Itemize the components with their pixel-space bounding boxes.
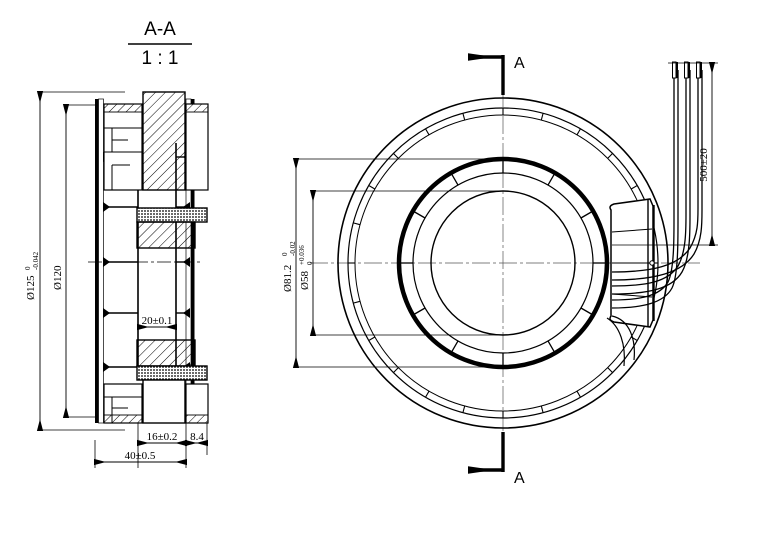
scale-label: 1 : 1: [142, 48, 179, 69]
section-arrow-bottom: A: [468, 432, 525, 487]
wire-core-1: [676, 62, 678, 78]
section-title-block: A-A 1 : 1: [128, 19, 192, 69]
front-dimension-extensions: [296, 158, 503, 368]
section-arrow-top-label: A: [514, 55, 525, 72]
top-insulation-strip: [103, 103, 143, 113]
inner-slot-ring: [399, 159, 607, 367]
dim-d812: Ø81.2 0 -0.02: [281, 158, 300, 368]
bottom-flange-hatch: [136, 339, 196, 367]
top-winding-box: [103, 103, 143, 191]
front-view-group: Ø81.2 0 -0.02 Ø58 +0.036 0 A A: [281, 53, 700, 487]
dim-w84-value: 8.4: [190, 431, 204, 443]
section-title-label: A-A: [144, 19, 176, 40]
wire-terminals: [672, 61, 702, 79]
cable-exit-boss: [609, 198, 655, 328]
bottom-dotted-band: [136, 365, 208, 381]
stack-right-edge: [191, 99, 195, 423]
stack-left-channel: [98, 98, 104, 424]
dim-d812-tol-lower: -0.02: [289, 241, 297, 256]
bottom-core-block: [142, 379, 186, 424]
top-flange-hatch: [136, 221, 196, 249]
wire-terminal-1: [672, 61, 677, 79]
top-winding-detail: [104, 127, 142, 190]
top-right-box: [185, 103, 209, 191]
dim-w40-value: 40±0.5: [125, 450, 156, 462]
housing-outer-circle: [337, 97, 669, 429]
bottom-insulation-strip: [103, 414, 143, 424]
dim-d812-tol-upper: 0: [281, 252, 289, 256]
wire-core-2: [688, 62, 690, 78]
wire-tails: [606, 315, 635, 367]
stack-left-edge: [95, 99, 99, 423]
bottom-hatch-assembly: [103, 339, 209, 424]
wire-terminal-2: [684, 61, 689, 79]
outer-slot-ring: [348, 108, 658, 418]
dim-d58-tol-upper: +0.036: [298, 245, 306, 265]
dim-w20-value: 20±0.1: [142, 315, 173, 327]
wire-terminal-3: [696, 61, 701, 79]
lead-wires: [611, 70, 703, 309]
dim-od125: Ø125 0 -0.042: [24, 91, 44, 431]
section-view-group: Ø125 0 -0.042 Ø120: [24, 91, 209, 468]
dim-d58-value: Ø58: [299, 271, 311, 290]
top-hatch-assembly: [103, 91, 209, 249]
dim-od120-value: Ø120: [52, 265, 64, 290]
top-right-insulation: [185, 103, 209, 113]
bottom-dimension-group: 16±0.2 8.4 40±0.5: [94, 423, 208, 468]
dim-od125-tol-lower: -0.042: [32, 251, 40, 270]
top-dotted-band: [136, 207, 208, 223]
wire-core-3: [700, 62, 702, 78]
boss-hole: [649, 260, 655, 266]
section-body: [88, 91, 209, 424]
section-arrow-top: A: [468, 53, 525, 95]
dim-d812-value: Ø81.2: [282, 265, 294, 292]
top-core-hatch: [142, 91, 186, 191]
dim-od125-tol-upper: 0: [24, 266, 32, 270]
bottom-right-insulation: [185, 414, 209, 424]
dim-d58: Ø58 +0.036 0: [298, 190, 317, 336]
dim-d58-tol-lower: 0: [306, 261, 314, 265]
dim-od125-value: Ø125: [25, 275, 37, 300]
cable-assembly-group: 500±20: [606, 61, 718, 367]
dim-w16-value: 16±0.2: [147, 431, 178, 443]
section-arrow-bottom-label: A: [514, 470, 525, 487]
dim-cable-length-value: 500±20: [698, 148, 710, 182]
dim-w20: 20±0.1: [137, 315, 177, 331]
dim-od120: Ø120: [52, 104, 70, 418]
dim-cable-length: 500±20: [612, 62, 718, 246]
